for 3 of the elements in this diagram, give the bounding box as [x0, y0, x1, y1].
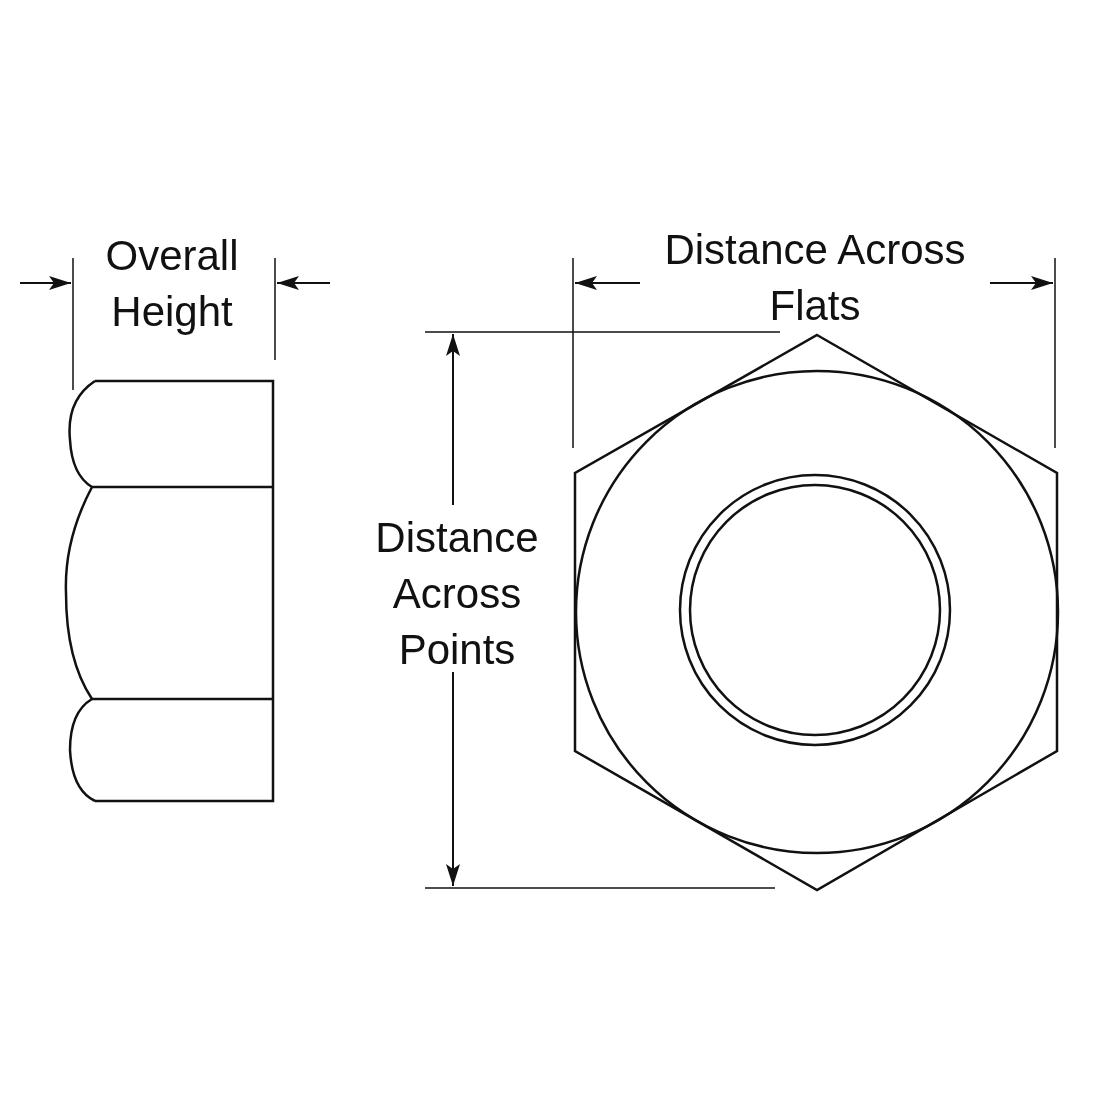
dimension-label: Distance Across Points [374, 513, 540, 675]
dimension-label: Overall Height [104, 231, 240, 337]
dimension-label: Distance Across Flats [663, 225, 967, 331]
